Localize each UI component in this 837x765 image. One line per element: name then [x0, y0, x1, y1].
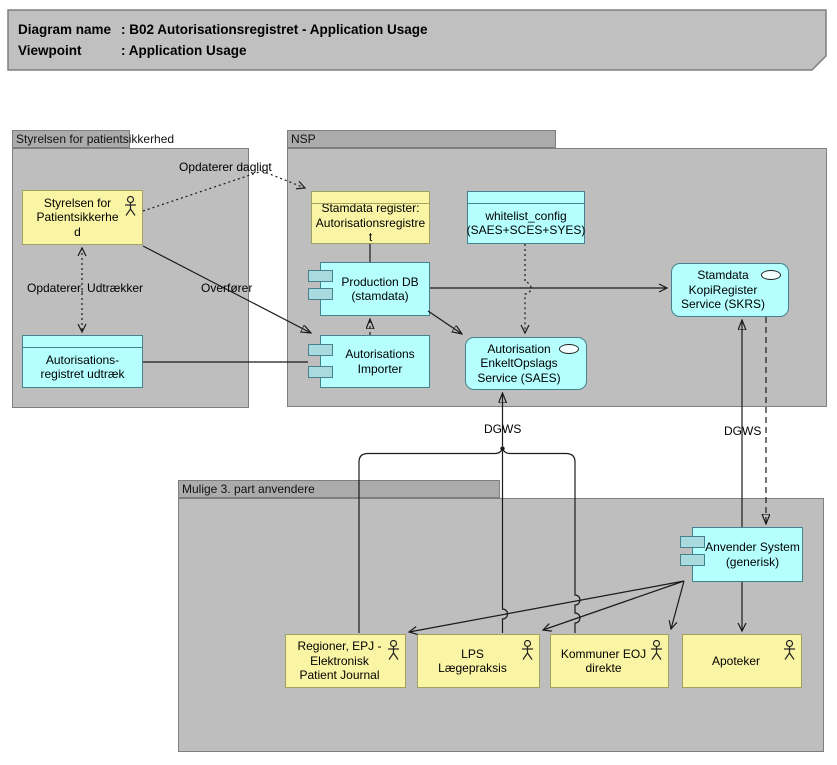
edge-label-dgws-saes: DGWS	[484, 422, 522, 436]
node-label: whitelist_config	[485, 208, 567, 223]
node-label: Autorisation	[487, 341, 551, 356]
node-label: Anvender System	[705, 540, 800, 554]
node-label: Apoteker	[711, 653, 761, 668]
component-icon	[308, 366, 333, 378]
component-icon	[680, 554, 705, 566]
node-label: EnkeltOpslags	[480, 356, 558, 371]
edge-junction-dot	[500, 446, 505, 451]
title-row: Viewpoint: Application Usage	[18, 43, 247, 58]
edge-label-dgws-skrs: DGWS	[724, 424, 762, 438]
object-top-bar	[468, 203, 584, 204]
component-icon	[308, 288, 333, 300]
node-label: Styrelsen for	[43, 195, 112, 210]
node-label: Service (SKRS)	[680, 297, 766, 312]
component-icon	[308, 270, 333, 282]
edge-label-opdaterer-dagligt: Opdaterer dagligt	[179, 160, 272, 174]
interface-icon	[761, 270, 781, 280]
node-label: direkte	[585, 661, 622, 675]
node-label: Kommuner EOJ	[560, 646, 647, 661]
object-top-bar	[312, 203, 429, 204]
node-label: t	[368, 230, 373, 245]
node-label: registret udtræk	[40, 367, 125, 381]
node-label: (generisk)	[725, 554, 780, 569]
node-whitelist-config[interactable]: whitelist_config (SAES+SCES+SYES)	[467, 191, 585, 244]
node-autorisationsregistret-udtraek[interactable]: Autorisations- registret udtræk	[22, 335, 143, 388]
node-styrelsen-actor[interactable]: Styrelsen for Patientsikkerhe d	[22, 190, 143, 245]
node-label: Autorisations-	[45, 352, 120, 367]
object-top-bar	[23, 347, 142, 348]
node-anvender-system[interactable]: Anvender System (generisk)	[680, 527, 803, 582]
node-label: Autorisations	[345, 347, 415, 361]
actor-icon	[651, 640, 662, 660]
node-label: Regioner, EPJ -	[297, 639, 382, 654]
node-skrs-service[interactable]: Stamdata KopiRegister Service (SKRS)	[671, 263, 789, 317]
component-icon	[308, 344, 333, 356]
interface-icon	[559, 344, 579, 354]
node-label: Patient Journal	[299, 668, 380, 683]
node-label: Production DB	[341, 274, 419, 289]
edge-label-overfoerer: Overfører	[201, 281, 253, 295]
actor-icon	[388, 640, 399, 660]
node-label: (stamdata)	[351, 289, 409, 303]
title-block: Diagram name: B02 Autorisationsregistret…	[8, 10, 826, 70]
node-label: Stamdata	[697, 268, 749, 283]
node-label: Importer	[357, 361, 403, 376]
node-stamdata-register[interactable]: Stamdata register: Autorisationsregistre…	[311, 191, 430, 244]
node-apoteker[interactable]: Apoteker	[682, 634, 802, 688]
actor-icon	[784, 640, 795, 660]
node-label: Lægepraksis	[438, 661, 507, 675]
actor-icon	[522, 640, 533, 660]
node-label: Patientsikkerhe	[36, 210, 119, 225]
node-label: LPS	[461, 646, 484, 661]
component-icon	[680, 536, 705, 548]
group-nsp-tab[interactable]	[287, 130, 556, 148]
group-nsp-label: NSP	[291, 132, 316, 146]
node-production-db[interactable]: Production DB (stamdata)	[308, 262, 430, 316]
node-label: (SAES+SCES+SYES)	[466, 223, 586, 237]
group-styrelsen-label: Styrelsen for patientsikkerhed	[16, 132, 175, 146]
title-row: Diagram name: B02 Autorisationsregistret…	[18, 22, 428, 37]
node-autorisations-importer[interactable]: Autorisations Importer	[308, 335, 430, 388]
actor-icon	[125, 196, 136, 216]
node-label: KopiRegister	[688, 282, 758, 297]
group-styrelsen-tab[interactable]	[12, 130, 130, 148]
node-kommuner-eoj[interactable]: Kommuner EOJ direkte	[550, 634, 669, 688]
edge-label-opdaterer-udtraekker: Opdaterer, Udtrækker	[27, 281, 144, 295]
group-anvendere-label: Mulige 3. part anvendere	[182, 482, 315, 496]
node-label: Service (SAES)	[477, 370, 561, 385]
node-label: d	[74, 224, 81, 239]
node-lps-laegepraksis[interactable]: LPS Lægepraksis	[417, 634, 540, 688]
node-regioner-epj[interactable]: Regioner, EPJ - Elektronisk Patient Jour…	[285, 634, 406, 688]
node-saes-service[interactable]: Autorisation EnkeltOpslags Service (SAES…	[465, 337, 587, 390]
node-label: Autorisationsregistre	[315, 215, 426, 230]
node-label: Elektronisk	[310, 653, 369, 668]
